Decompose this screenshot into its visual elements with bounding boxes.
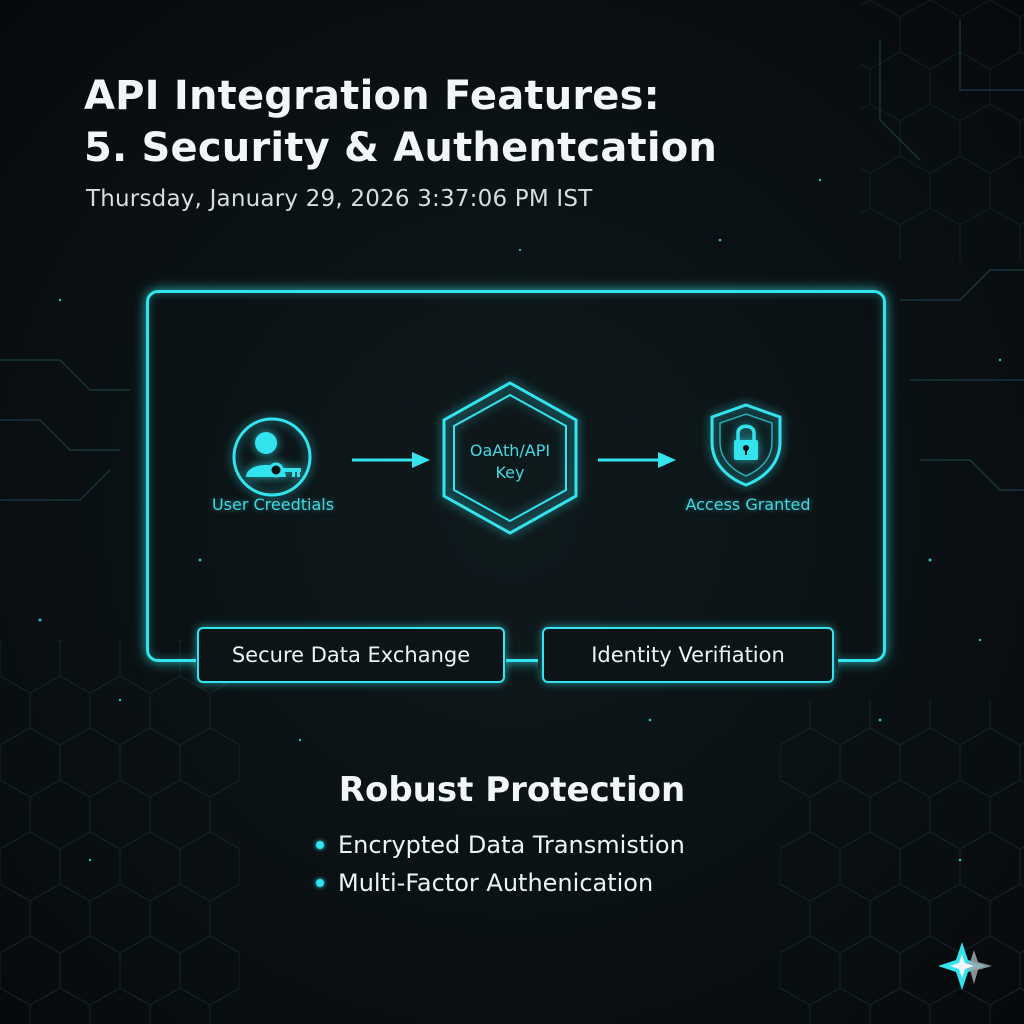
node-label-oauth-key: OaAth/API Key <box>450 440 570 484</box>
timestamp: Thursday, January 29, 2026 3:37:06 PM IS… <box>86 186 593 212</box>
shield-lock-icon <box>710 403 782 487</box>
title-line-1: API Integration Features: <box>84 73 660 119</box>
arrow-icon <box>352 452 430 468</box>
node-label-oauth-line-1: OaAth/API <box>469 441 551 460</box>
node-label-oauth-line-2: Key <box>495 463 525 482</box>
hexagon-icon <box>442 381 578 535</box>
arrow-icon <box>598 452 676 468</box>
bullet-icon <box>316 879 324 887</box>
tag-secure-data-exchange: Secure Data Exchange <box>197 627 505 683</box>
user-key-icon <box>232 417 312 497</box>
list-item: Multi-Factor Authenication <box>316 864 685 902</box>
title-line-2: 5. Security & Authentcation <box>84 125 718 171</box>
protection-list: Encrypted Data Transmistion Multi-Factor… <box>316 826 685 902</box>
node-label-access-granted: Access Granted <box>685 495 811 514</box>
diagram-frame <box>146 290 886 662</box>
bullet-icon <box>316 841 324 849</box>
page-title: API Integration Features: 5. Security & … <box>84 70 717 174</box>
section-heading: Robust Protection <box>338 770 686 810</box>
list-item-text: Encrypted Data Transmistion <box>338 831 685 859</box>
tag-identity-verification: Identity Verifiation <box>542 627 834 683</box>
list-item: Encrypted Data Transmistion <box>316 826 685 864</box>
node-label-user-credentials: User Creedtials <box>211 495 335 514</box>
sparkle-logo-icon <box>938 942 992 990</box>
list-item-text: Multi-Factor Authenication <box>338 869 654 897</box>
